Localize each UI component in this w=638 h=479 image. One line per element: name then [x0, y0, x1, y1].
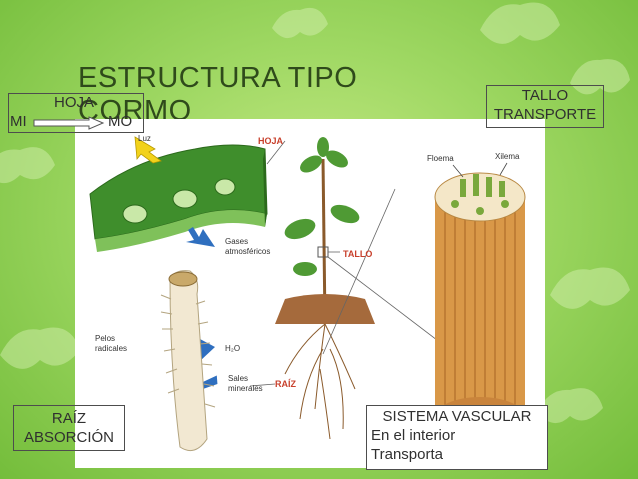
pelos-label-2: radicales — [95, 344, 127, 353]
tallo-box-line1: TALLO — [521, 87, 569, 104]
vascular-cylinder — [434, 162, 526, 437]
sistema-box-line1: En el interior — [371, 427, 456, 444]
gases-label: Gases — [225, 237, 248, 246]
page-title: ESTRUCTURA TIPO CORMO — [78, 62, 358, 127]
plant — [275, 137, 375, 440]
raiz-box-line1: RAÍZ — [51, 410, 87, 427]
tallo-box-line2: TRANSPORTE — [493, 106, 597, 123]
floema-label: Floema — [427, 154, 454, 163]
gases-arrow — [186, 227, 215, 247]
sistema-box-line2: Transporta — [371, 446, 443, 463]
hoja-box-from: MI — [10, 113, 27, 130]
sales-label-2: minerales — [228, 384, 263, 393]
pelos-label: Pelos — [95, 334, 115, 343]
tallo-label: TALLO — [343, 249, 372, 259]
diagram-illustration: Luz HOJA TALLO RAÍZ Floema Xilema Gases … — [89, 134, 526, 452]
tallo-box: TALLO TRANSPORTE — [486, 85, 604, 128]
root-section — [160, 270, 216, 452]
sistema-box-title: SISTEMA VASCULAR — [382, 408, 532, 425]
hoja-box-title: HOJA — [54, 94, 95, 111]
arrow-right-icon — [33, 116, 105, 130]
hoja-box-to: MO — [108, 113, 133, 130]
hoja-label: HOJA — [258, 136, 284, 146]
sales-label: Sales — [228, 374, 248, 383]
water-arrow — [188, 339, 215, 361]
raiz-label: RAÍZ — [275, 379, 296, 389]
sistema-vascular-box: SISTEMA VASCULAR En el interior Transpor… — [366, 405, 548, 470]
gases-label-2: atmosféricos — [225, 247, 270, 256]
light-arrow — [134, 136, 162, 164]
hoja-box: HOJA MI MO — [8, 93, 144, 133]
h2o-label: H₂O — [225, 344, 240, 353]
leaf-cross-section — [89, 144, 268, 252]
raiz-box-line2: ABSORCIÓN — [23, 429, 114, 446]
xilema-label: Xilema — [495, 152, 520, 161]
luz-label: Luz — [138, 134, 151, 143]
raiz-box: RAÍZ ABSORCIÓN — [13, 405, 125, 451]
